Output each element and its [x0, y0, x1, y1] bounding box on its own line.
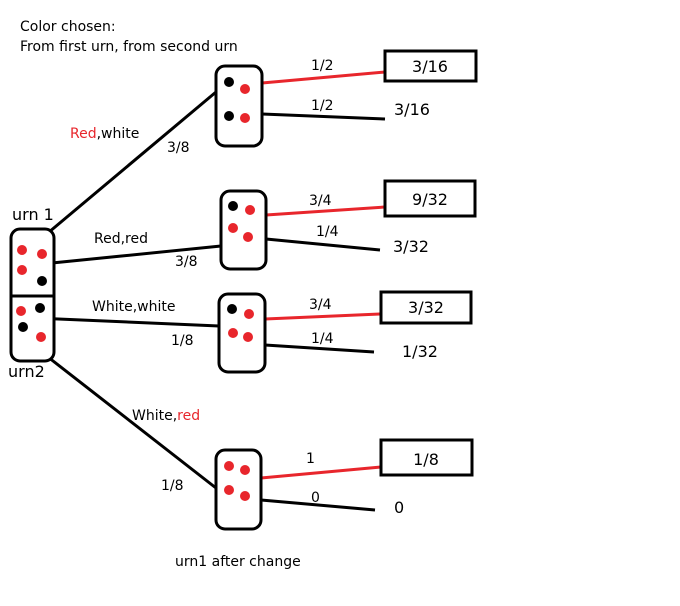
red-ball: [243, 232, 253, 242]
branch-label-4: White,red: [132, 408, 200, 424]
urn2-black-ball: [18, 322, 28, 332]
red-ball: [240, 465, 250, 475]
bottom-result: 3/16: [394, 100, 430, 119]
result-box: [379, 290, 473, 325]
top-result: 1/8: [413, 450, 439, 469]
subtree-2: 3/4 1/4 9/32 3/32: [219, 179, 477, 271]
black-ball: [224, 77, 234, 87]
red-ball: [240, 113, 250, 123]
bottom-branch-line: [261, 112, 386, 121]
top-result: 3/16: [412, 57, 448, 76]
urn2-label: urn2: [8, 362, 45, 381]
first-stage-branches: [29, 90, 222, 490]
branch-prob-3: 1/8: [171, 333, 194, 349]
subtree-3: 3/4 1/4 3/32 1/32: [217, 290, 473, 374]
top-prob: 1: [306, 451, 315, 467]
result-box: [383, 49, 478, 83]
bottom-result: 0: [394, 498, 404, 517]
red-ball: [228, 328, 238, 338]
urn2-red-ball: [36, 332, 46, 342]
top-prob: 1/2: [311, 58, 334, 74]
subtree-1: 1/2 1/2 3/16 3/16: [214, 49, 478, 148]
urn1-red-ball: [17, 265, 27, 275]
top-result: 9/32: [412, 190, 448, 209]
red-ball: [224, 461, 234, 471]
black-ball: [224, 111, 234, 121]
header-line-1: Color chosen:: [20, 19, 116, 35]
branch-prob-4: 1/8: [161, 478, 184, 494]
branch-prob-1: 3/8: [167, 140, 190, 156]
urn-after-change: [214, 448, 263, 531]
top-branch-line: [264, 312, 381, 321]
bottom-branch-line: [265, 237, 381, 252]
top-branch-line: [260, 465, 382, 480]
branch-label-1: Red,white: [70, 126, 139, 142]
red-ball: [228, 223, 238, 233]
bottom-branch-line: [260, 498, 376, 512]
urn2-black-ball: [35, 303, 45, 313]
urn2-red-ball: [16, 306, 26, 316]
branch-line-2: [31, 244, 222, 267]
bottom-branch-line: [264, 343, 375, 354]
top-branch-line: [265, 205, 386, 217]
black-ball: [228, 201, 238, 211]
branch-label-2: Red,red: [94, 231, 148, 247]
result-box: [379, 438, 474, 477]
branch-line-1: [29, 90, 217, 250]
branch-prob-2: 3/8: [175, 254, 198, 270]
urn1-red-ball: [17, 245, 27, 255]
red-ball: [240, 491, 250, 501]
branch-line-4: [29, 341, 217, 490]
urn-after-change: [219, 189, 268, 271]
bottom-prob: 1/4: [311, 331, 334, 347]
top-result: 3/32: [408, 298, 444, 317]
urn-after-change: [217, 292, 267, 374]
red-ball: [224, 485, 234, 495]
red-ball: [244, 309, 254, 319]
bottom-result: 1/32: [402, 342, 438, 361]
bottom-prob: 0: [311, 490, 320, 506]
urn-after-change: [214, 64, 264, 148]
red-ball: [240, 84, 250, 94]
bottom-prob: 1/2: [311, 98, 334, 114]
result-box: [383, 179, 477, 218]
header-line-2: From first urn, from second urn: [20, 39, 238, 55]
bottom-result: 3/32: [393, 237, 429, 256]
red-ball: [245, 205, 255, 215]
branch-label-3: White,white: [92, 299, 175, 315]
urn1-red-ball: [37, 249, 47, 259]
top-prob: 3/4: [309, 297, 332, 313]
subtree-4: 1 0 1/8 0: [214, 438, 474, 531]
bottom-prob: 1/4: [316, 224, 339, 240]
top-prob: 3/4: [309, 193, 332, 209]
urn1-black-ball: [37, 276, 47, 286]
red-ball: [243, 332, 253, 342]
branch-line-3: [34, 316, 220, 328]
combined-urn: [9, 227, 56, 363]
top-branch-line: [261, 70, 386, 85]
black-ball: [227, 304, 237, 314]
footer-label: urn1 after change: [175, 554, 301, 570]
urn1-label: urn 1: [12, 205, 54, 224]
